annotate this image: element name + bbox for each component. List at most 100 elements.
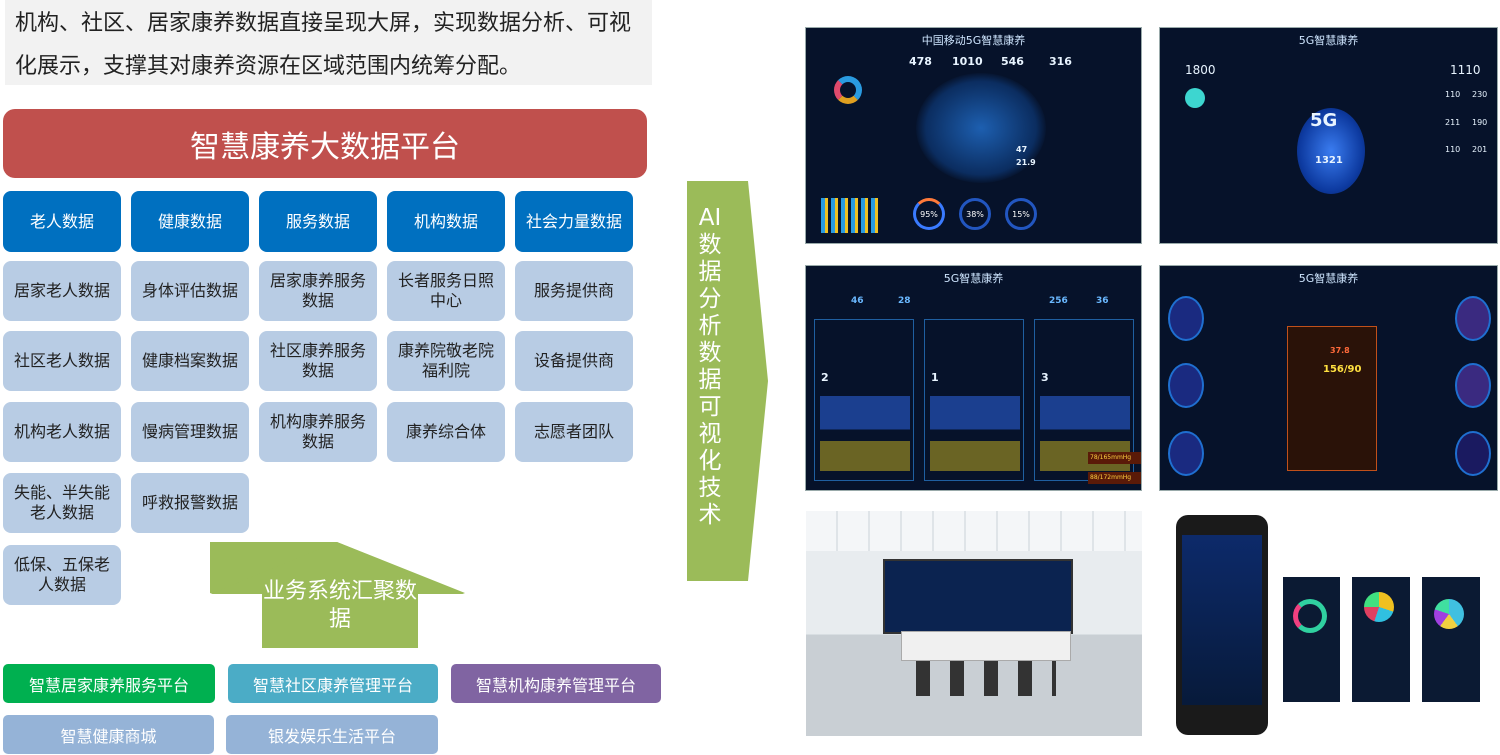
stat: 28 bbox=[898, 296, 911, 306]
category-item: 慢病管理数据 bbox=[131, 402, 249, 462]
console-desk bbox=[901, 631, 1071, 661]
up-arrow-shape bbox=[210, 542, 465, 648]
resident-card bbox=[814, 319, 914, 481]
stat: 211 bbox=[1445, 118, 1461, 127]
stat: 46 bbox=[851, 296, 864, 306]
stat: 110 bbox=[1445, 90, 1461, 99]
right-arrow bbox=[687, 181, 768, 581]
category-header: 服务数据 bbox=[259, 191, 377, 252]
stat: 546 bbox=[1001, 55, 1024, 68]
stat: 110 bbox=[1445, 145, 1461, 154]
dashboard-screenshot-health: 5G智慧康养 37.8 156/90 bbox=[1159, 265, 1498, 491]
stat: 256 bbox=[1049, 296, 1068, 306]
area-chart bbox=[820, 396, 910, 471]
pie-chart bbox=[1185, 88, 1205, 108]
platform-entertainment: 银发娱乐生活平台 bbox=[226, 715, 438, 754]
stat: 201 bbox=[1472, 145, 1488, 154]
up-arrow-label: 业务系统汇聚数据 bbox=[262, 579, 417, 632]
category-item: 低保、五保老人数据 bbox=[3, 545, 121, 605]
control-room-photo bbox=[806, 511, 1142, 736]
screen-title: 5G智慧康养 bbox=[943, 272, 1004, 285]
category-item: 服务提供商 bbox=[515, 261, 633, 321]
screen-title: 5G智慧康养 bbox=[1298, 272, 1359, 285]
category-item: 失能、半失能老人数据 bbox=[3, 473, 121, 533]
phone-screen-thumb bbox=[1422, 577, 1480, 702]
screen-title: 中国移动5G智慧康养 bbox=[921, 34, 1026, 47]
temperature-value: 37.8 bbox=[1330, 346, 1350, 355]
body-scan-icon bbox=[1168, 363, 1204, 408]
category-item: 健康档案数据 bbox=[131, 331, 249, 391]
card-value: 2 bbox=[821, 371, 829, 384]
category-item: 长者服务日照中心 bbox=[387, 261, 505, 321]
mobile-phone-mockup bbox=[1176, 515, 1268, 735]
category-item: 居家康养服务数据 bbox=[259, 261, 377, 321]
phone-screen-thumb bbox=[1283, 577, 1340, 702]
category-header: 老人数据 bbox=[3, 191, 121, 252]
dashboard-screenshot-residents: 5G智慧康养 46 28 256 36 2 1 3 78/165mmHg 88/… bbox=[805, 265, 1142, 491]
body-scan-icon bbox=[1168, 431, 1204, 476]
chairs bbox=[916, 661, 1056, 696]
category-item: 社区康养服务数据 bbox=[259, 331, 377, 391]
category-header: 健康数据 bbox=[131, 191, 249, 252]
category-item: 康养综合体 bbox=[387, 402, 505, 462]
popup-value: 47 bbox=[1016, 145, 1028, 154]
platform-community: 智慧社区康养管理平台 bbox=[228, 664, 438, 703]
category-item: 机构康养服务数据 bbox=[259, 402, 377, 462]
category-item: 呼救报警数据 bbox=[131, 473, 249, 533]
popup-value: 21.9 bbox=[1016, 158, 1036, 167]
bar-chart bbox=[821, 198, 881, 233]
globe-graphic bbox=[1297, 108, 1365, 194]
stat: 1800 bbox=[1185, 63, 1216, 77]
stat: 1010 bbox=[952, 55, 983, 68]
category-item: 设备提供商 bbox=[515, 331, 633, 391]
stat: 478 bbox=[909, 55, 932, 68]
map-graphic bbox=[916, 73, 1046, 183]
donut-chart bbox=[834, 76, 862, 104]
stat: 36 bbox=[1096, 296, 1109, 306]
category-item: 居家老人数据 bbox=[3, 261, 121, 321]
category-item: 志愿者团队 bbox=[515, 402, 633, 462]
donut-chart bbox=[1293, 599, 1327, 633]
stat: 316 bbox=[1049, 55, 1072, 68]
platform-banner: 智慧康养大数据平台 bbox=[3, 109, 647, 178]
category-item: 社区老人数据 bbox=[3, 331, 121, 391]
body-scan-icon bbox=[1455, 363, 1491, 408]
category-item: 机构老人数据 bbox=[3, 402, 121, 462]
video-wall bbox=[883, 559, 1073, 634]
area-chart bbox=[930, 396, 1020, 471]
card-value: 1 bbox=[931, 371, 939, 384]
body-scan-icon bbox=[1168, 296, 1204, 341]
alert-badge: 78/165mmHg bbox=[1088, 452, 1141, 464]
platform-institution: 智慧机构康养管理平台 bbox=[451, 664, 661, 703]
platform-health-mall: 智慧健康商城 bbox=[3, 715, 214, 754]
alert-badge: 88/172mmHg bbox=[1088, 472, 1141, 484]
resident-card bbox=[1034, 319, 1134, 481]
dashboard-screenshot-5g: 5G智慧康养 1800 1110 5G 1321 110 230 211 190… bbox=[1159, 27, 1498, 244]
category-item: 康养院敬老院福利院 bbox=[387, 331, 505, 391]
category-header: 社会力量数据 bbox=[515, 191, 633, 252]
ring-gauge: 15% bbox=[1005, 198, 1037, 230]
center-stat: 1321 bbox=[1315, 155, 1343, 166]
intro-text: 机构、社区、居家康养数据直接呈现大屏，实现数据分析、可视化展示，支撑其对康养资源… bbox=[5, 0, 652, 85]
dashboard-screenshot-overview: 中国移动5G智慧康养 478 1010 546 316 47 21.9 95% … bbox=[805, 27, 1142, 244]
platform-home-care: 智慧居家康养服务平台 bbox=[3, 664, 215, 703]
phone-screen-thumb bbox=[1352, 577, 1410, 702]
category-header: 机构数据 bbox=[387, 191, 505, 252]
side-arrow-label: AI数据分析 数据可视化技术 bbox=[698, 205, 722, 528]
body-scan-icon bbox=[1455, 431, 1491, 476]
phone-screen bbox=[1182, 535, 1262, 705]
5g-logo: 5G bbox=[1310, 110, 1338, 131]
category-item: 身体评估数据 bbox=[131, 261, 249, 321]
pie-chart bbox=[1364, 592, 1394, 622]
stat: 230 bbox=[1472, 90, 1488, 99]
stat: 1110 bbox=[1450, 63, 1481, 77]
vital-signs-panel bbox=[1287, 326, 1377, 471]
pie-chart bbox=[1434, 599, 1464, 629]
blood-pressure-value: 156/90 bbox=[1323, 364, 1362, 375]
ring-gauge: 38% bbox=[959, 198, 991, 230]
stat: 190 bbox=[1472, 118, 1488, 127]
ring-gauge: 95% bbox=[913, 198, 945, 230]
ceiling bbox=[806, 511, 1142, 551]
resident-card bbox=[924, 319, 1024, 481]
card-value: 3 bbox=[1041, 371, 1049, 384]
